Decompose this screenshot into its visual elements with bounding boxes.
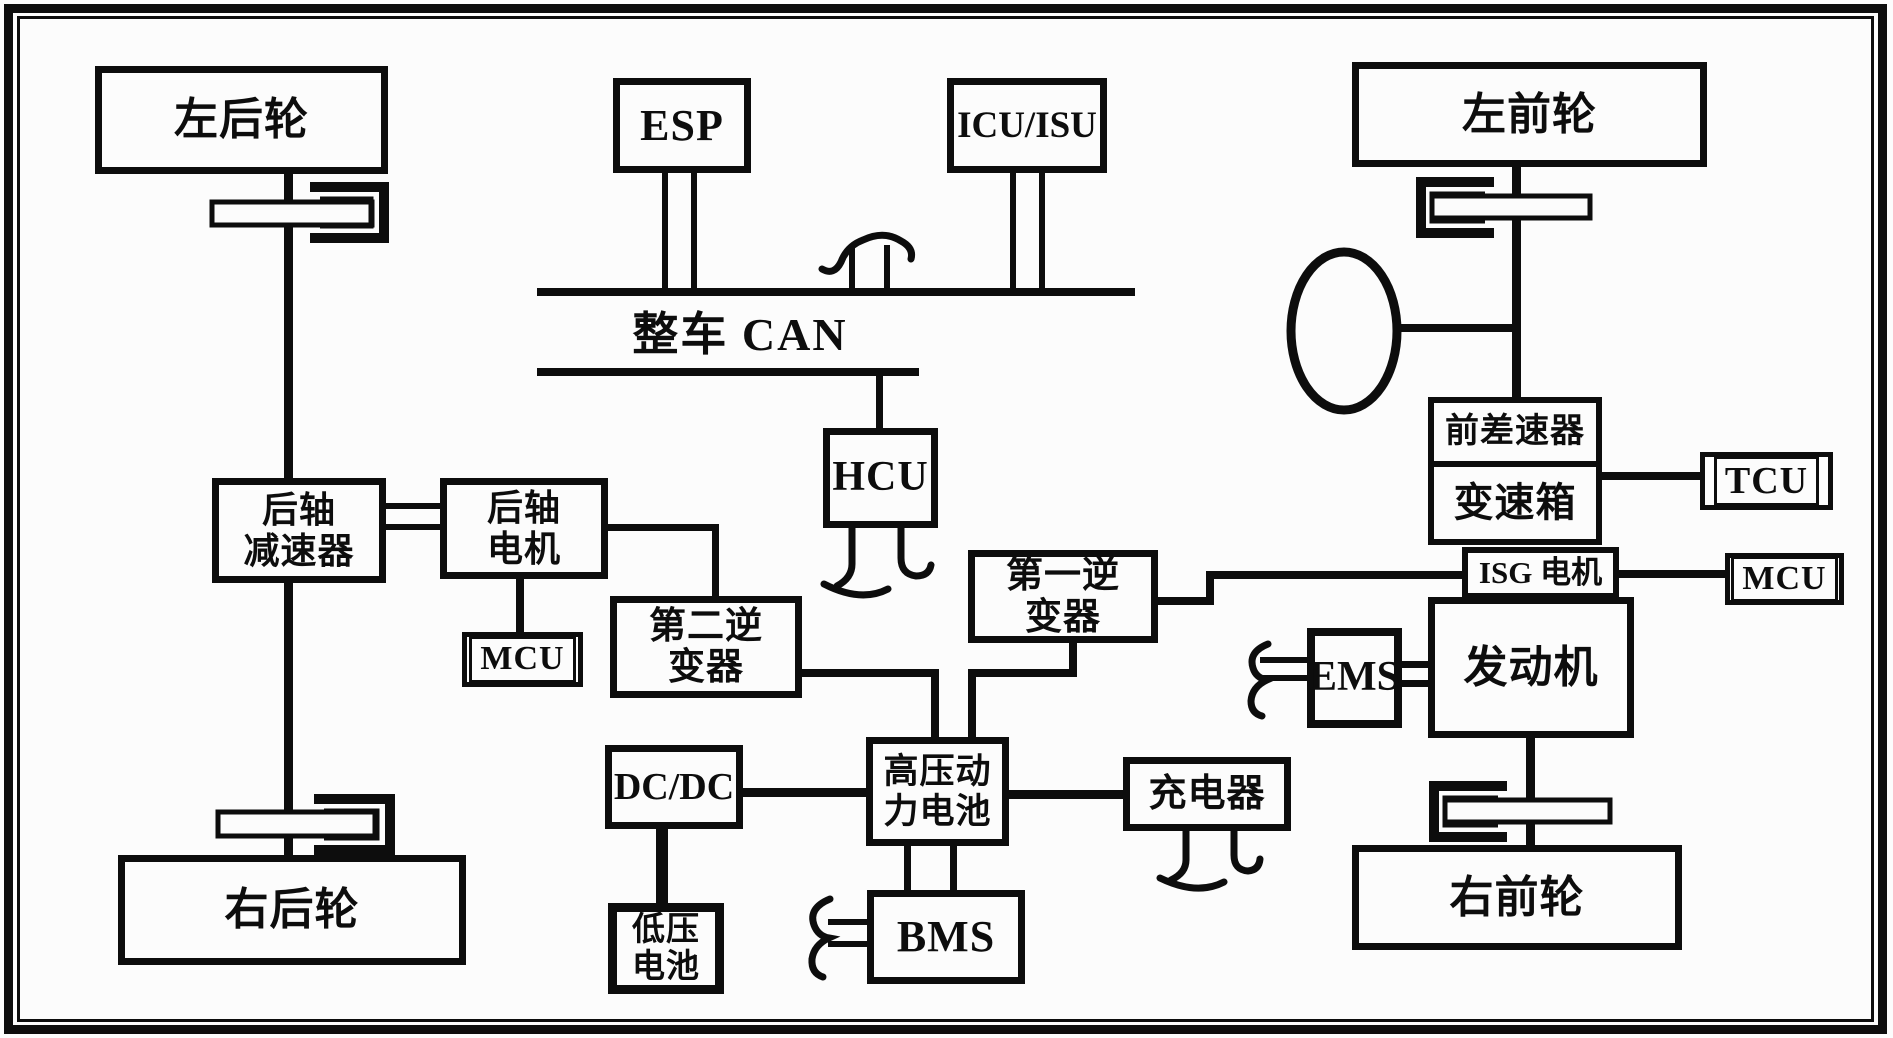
front-axle-upper-shaft — [1512, 164, 1521, 400]
node-charger: 充电器 — [1123, 757, 1291, 831]
node-hcu: HCU — [823, 428, 938, 528]
brake-caliper-left-rear-icon — [209, 182, 389, 243]
brake-caliper-right-front-icon — [1429, 781, 1613, 842]
node-icu-isu: ICU/ISU — [947, 78, 1107, 173]
dcdc-lvbattery-link — [656, 826, 668, 906]
isg-mcu-link — [1616, 570, 1728, 578]
node-mcu-front: MCU — [1725, 553, 1844, 605]
node-right-rear-wheel: 右后轮 — [118, 855, 466, 965]
node-hv-battery: 高压动 力电池 — [866, 737, 1009, 846]
node-tcu: TCU — [1700, 452, 1833, 510]
figure-outer-border — [4, 4, 1887, 1034]
battery-bms-link — [904, 843, 911, 892]
brake-caliper-right-rear-icon — [215, 794, 395, 855]
can-hcu-link — [876, 374, 883, 430]
inverter1-battery-link — [1069, 640, 1077, 675]
charger-down-arrow-icon — [1156, 826, 1264, 892]
node-bms: BMS — [867, 890, 1025, 984]
brake-caliper-left-front-icon — [1416, 177, 1593, 238]
steering-wheel-icon — [1286, 247, 1402, 415]
reducer-motor-link — [383, 503, 442, 509]
node-isg-motor: ISG 电机 — [1462, 547, 1619, 599]
front-axle-lower-shaft — [1526, 735, 1535, 848]
node-second-inverter: 第二逆 变器 — [610, 596, 802, 698]
can-bus-bottom-rail — [537, 368, 919, 376]
node-front-differential: 前差速器 — [1428, 397, 1602, 467]
node-gearbox: 变速箱 — [1428, 461, 1602, 545]
node-mcu-rear: MCU — [462, 632, 583, 687]
icu-can-link — [1010, 171, 1016, 291]
gearbox-tcu-link — [1600, 472, 1702, 480]
node-right-front-wheel: 右前轮 — [1352, 845, 1682, 950]
dcdc-battery-link — [740, 788, 868, 797]
node-lv-battery: 低压 电池 — [608, 903, 724, 994]
bms-squiggle-icon — [808, 895, 841, 981]
inverter2-battery-link — [799, 669, 939, 677]
ems-squiggle-icon — [1247, 640, 1279, 720]
steering-column-link — [1393, 324, 1517, 332]
can-up-arrow-icon — [849, 247, 855, 291]
node-engine: 发动机 — [1428, 597, 1634, 738]
node-left-rear-wheel: 左后轮 — [95, 66, 388, 174]
node-esp: ESP — [613, 78, 751, 173]
battery-charger-link — [1006, 790, 1125, 799]
inverter1-isg-link — [1156, 597, 1214, 605]
node-rear-axle-motor: 后轴 电机 — [440, 478, 608, 579]
esp-can-link — [662, 171, 668, 291]
motor-mcu-link — [516, 576, 524, 634]
node-left-front-wheel: 左前轮 — [1352, 62, 1707, 167]
node-dcdc: DC/DC — [605, 745, 743, 829]
figure-inner-border — [17, 16, 1874, 1022]
can-bus-label: 整车 CAN — [632, 309, 848, 360]
node-ems: EMS — [1307, 628, 1402, 728]
can-bus-top-rail — [537, 288, 1135, 296]
can-up-arrow-curl-icon — [818, 231, 915, 275]
node-rear-axle-reducer: 后轴 减速器 — [212, 478, 386, 583]
node-first-inverter: 第一逆 变器 — [968, 550, 1158, 643]
hcu-down-arrow-icon — [820, 523, 935, 599]
motor-inverter2-link — [605, 524, 719, 531]
ems-engine-link — [1398, 661, 1430, 668]
